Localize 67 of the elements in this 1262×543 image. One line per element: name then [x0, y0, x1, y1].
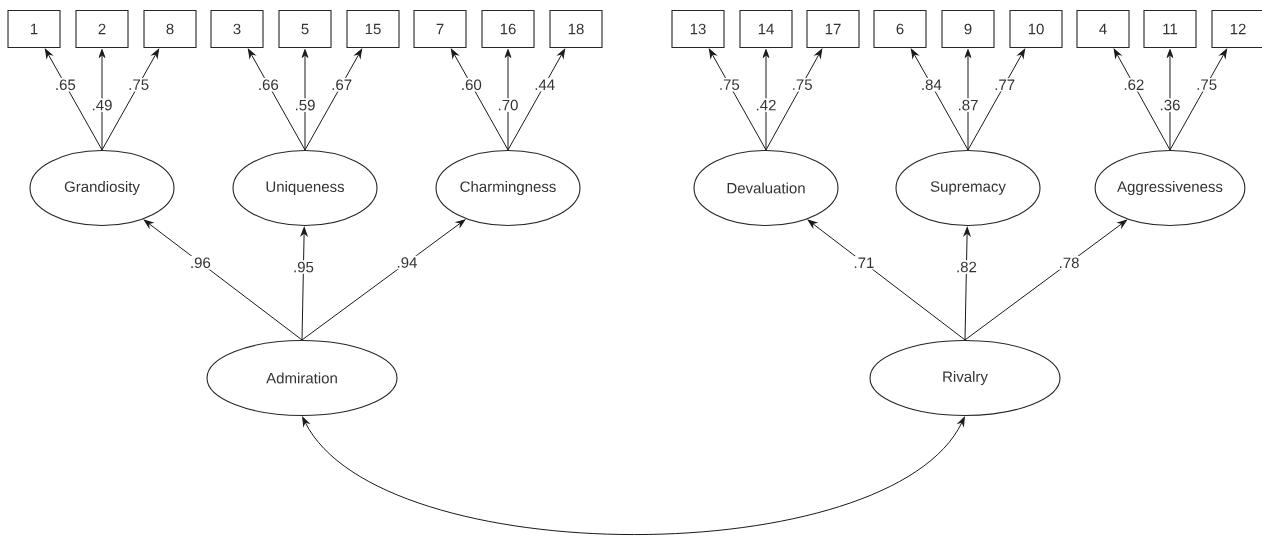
indicator-box: 8 — [143, 9, 197, 49]
indicator-box: 4 — [1076, 9, 1130, 49]
arrow — [964, 49, 972, 151]
edge-label: .82 — [954, 260, 979, 274]
arrow — [762, 49, 770, 151]
edge-label: .59 — [293, 98, 317, 112]
arrow — [1113, 48, 1171, 151]
arrow — [304, 48, 363, 151]
arrow — [1166, 49, 1174, 151]
arrow — [98, 49, 106, 151]
indicator-box: 18 — [549, 9, 603, 49]
edge-label: .62 — [1121, 77, 1146, 92]
indicator-box: 6 — [873, 9, 927, 49]
edge-label: .49 — [90, 98, 114, 112]
edge-label: .44 — [532, 78, 557, 92]
edge-label: .71 — [852, 256, 876, 270]
arrow — [301, 49, 309, 151]
arrow — [910, 48, 969, 151]
arrow — [504, 49, 512, 151]
indicator-box: 2 — [75, 9, 129, 49]
arrow — [450, 48, 509, 151]
indicator-box: 3 — [210, 9, 264, 49]
arrow — [964, 219, 1127, 341]
arrow — [507, 48, 566, 151]
indicator-box: 9 — [941, 9, 995, 49]
arrow — [143, 219, 303, 341]
indicator-box: 13 — [671, 9, 725, 49]
curved-arrow — [302, 416, 965, 536]
arrow — [807, 219, 966, 341]
edge-label: .67 — [329, 77, 354, 92]
edge-label: .78 — [1057, 256, 1081, 270]
edge-label: .60 — [459, 77, 484, 92]
indicator-box: 16 — [481, 9, 535, 49]
edge-label: .77 — [992, 78, 1017, 92]
arrow — [1169, 48, 1228, 151]
arrow — [101, 48, 160, 151]
indicator-box: 12 — [1211, 9, 1262, 49]
edge-label: .95 — [291, 260, 316, 274]
indicator-box: 14 — [739, 9, 793, 49]
edge-label: .94 — [395, 255, 419, 270]
edge-label: .36 — [1158, 98, 1182, 112]
arrow — [765, 48, 823, 151]
arrow — [247, 48, 306, 151]
arrow — [708, 48, 767, 151]
edge-label: .75 — [790, 78, 815, 92]
indicator-box: 15 — [346, 9, 400, 49]
edge-label: .75 — [126, 78, 151, 92]
indicator-box: 17 — [806, 9, 860, 49]
edge-label: .75 — [1194, 78, 1219, 92]
edge-label: .70 — [496, 98, 520, 112]
arrow — [963, 227, 971, 341]
edge-label: .65 — [53, 77, 78, 92]
arrow — [967, 48, 1026, 151]
arrow — [300, 227, 308, 341]
indicator-box: 10 — [1009, 9, 1063, 49]
arrow — [301, 219, 466, 341]
edge-label: .42 — [754, 98, 778, 112]
edge-label: .96 — [188, 255, 213, 270]
edge-label: .75 — [717, 78, 742, 92]
edge-label: .87 — [956, 98, 980, 112]
indicator-box: 5 — [278, 9, 332, 49]
edge-label: .84 — [919, 77, 944, 92]
indicator-box: 7 — [413, 9, 467, 49]
arrow — [44, 48, 103, 151]
indicator-box: 1 — [7, 9, 61, 49]
indicator-box: 11 — [1143, 9, 1197, 49]
edge-label: .66 — [256, 77, 281, 92]
